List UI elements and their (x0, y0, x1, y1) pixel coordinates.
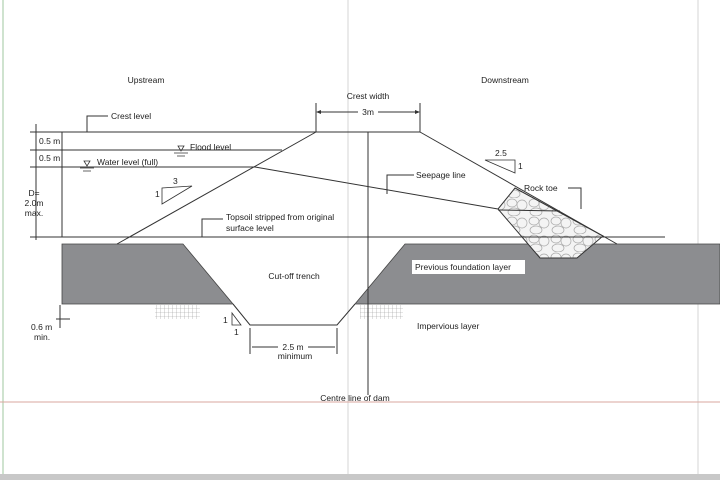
foundation-label-bg (412, 260, 525, 274)
freeboard-dim-1: 0.5 m (39, 136, 60, 146)
depth-dim-1: D= (28, 188, 39, 198)
flood-level-label: Flood level (190, 142, 231, 152)
downstream-label: Downstream (481, 75, 529, 85)
upstream-slope-triangle (161, 185, 193, 205)
trench-slope-triangle (231, 311, 242, 326)
cutoff-trench-label: Cut-off trench (268, 271, 320, 281)
downstream-slope-triangle (484, 159, 516, 174)
centre-line-label: Centre line of dam (320, 393, 389, 403)
foundation-left (61, 243, 234, 305)
topsoil-label-2: surface level (226, 223, 274, 233)
upstream-slope-rise: 1 (155, 189, 160, 199)
downstream-slope (419, 131, 618, 245)
impervious-layer-label: Impervious layer (417, 321, 480, 331)
seepage-line (254, 166, 499, 210)
trench-slope-rise: 1 (223, 315, 228, 325)
foundation-right (354, 243, 720, 305)
cutoff-trench-outline (232, 303, 356, 326)
bottom-bar (0, 474, 720, 480)
impervious-hatch-right (360, 305, 403, 319)
seepage-line-label: Seepage line (416, 170, 466, 180)
crest-level-label: Crest level (111, 111, 151, 121)
upstream-slope (116, 131, 317, 245)
trench-depth-dim-1: 0.6 m (31, 322, 52, 332)
impervious-hatch-left (155, 305, 200, 319)
previous-foundation-label: Previous foundation layer (415, 262, 511, 272)
trench-width-dim-2: minimum (278, 351, 312, 361)
upstream-label: Upstream (128, 75, 165, 85)
trench-width-dim-1: 2.5 m (282, 342, 303, 352)
rock-toe-label: Rock toe (524, 183, 558, 193)
depth-dim-3: max. (25, 208, 43, 218)
trench-depth-dim-2: min. (34, 332, 50, 342)
trench-slope-run: 1 (234, 327, 239, 337)
upstream-slope-run: 3 (173, 176, 178, 186)
water-level-label: Water level (full) (97, 157, 158, 167)
topsoil-label-1: Topsoil stripped from original (226, 212, 334, 222)
crest-width-value: 3m (362, 107, 374, 117)
downstream-slope-run: 2.5 (495, 148, 507, 158)
crest-width-label: Crest width (347, 91, 390, 101)
freeboard-dim-2: 0.5 m (39, 153, 60, 163)
downstream-slope-rise: 1 (518, 161, 523, 171)
depth-dim-2: 2.0m (25, 198, 44, 208)
